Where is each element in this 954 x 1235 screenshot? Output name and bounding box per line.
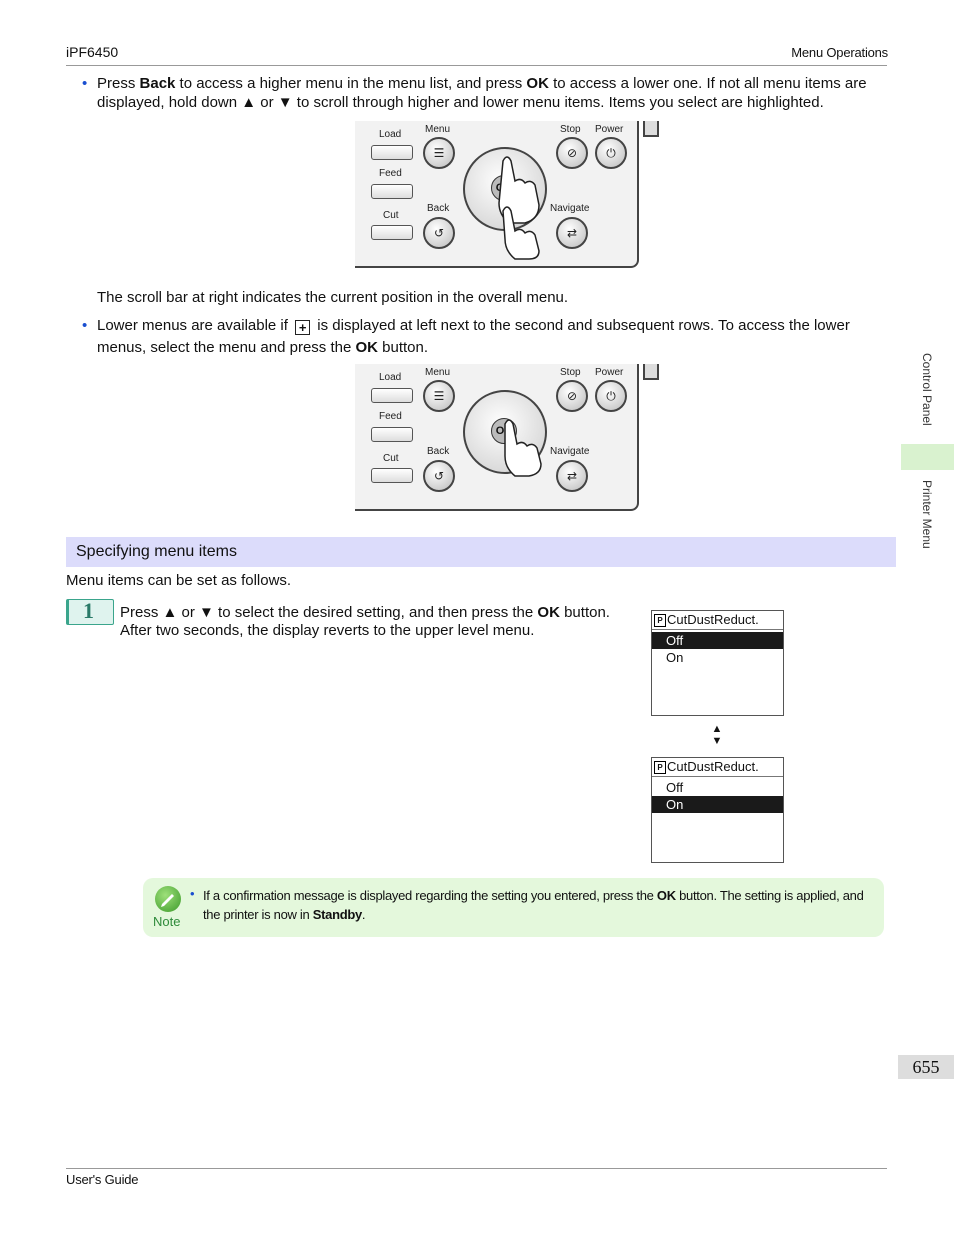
- stop-button[interactable]: ⊘: [556, 137, 588, 169]
- scroll-bar-note: The scroll bar at right indicates the cu…: [97, 289, 569, 306]
- step1-line2: After two seconds, the display reverts t…: [120, 622, 535, 639]
- cut-button[interactable]: [371, 468, 413, 483]
- back-arrow-icon: ↺: [433, 469, 445, 483]
- note-box: Note • If a confirmation message is disp…: [143, 878, 884, 937]
- step1-text: Press ▲ or ▼ to select the desired setti…: [120, 604, 640, 640]
- side-tab-active-marker: [901, 444, 954, 470]
- page-number: 655: [898, 1055, 954, 1079]
- lcd-option-on[interactable]: On: [652, 796, 783, 813]
- bullet-dot: •: [82, 317, 88, 334]
- note-label: Note: [153, 914, 181, 929]
- bullet-dot: •: [82, 75, 88, 92]
- note-pencil-icon: [155, 886, 181, 912]
- side-tab-control-panel[interactable]: Control Panel: [920, 353, 934, 426]
- footer-divider: [66, 1168, 887, 1169]
- note-text: If a confirmation message is displayed r…: [203, 888, 864, 922]
- menu-list-icon: ☰: [433, 146, 445, 160]
- section-title: Specifying menu items: [76, 543, 237, 560]
- label-cut: Cut: [383, 453, 399, 464]
- menu-button[interactable]: ☰: [423, 137, 455, 169]
- label-back: Back: [427, 203, 450, 214]
- bullet-text: Press Back to access a higher menu in th…: [97, 75, 867, 111]
- footer-guide: User's Guide: [66, 1172, 139, 1187]
- step-number: 1: [83, 598, 94, 623]
- panel-edge: [643, 121, 659, 137]
- menu-list-icon: ☰: [433, 389, 445, 403]
- bullet-lower-menus: • Lower menus are available if + is disp…: [82, 315, 882, 359]
- feed-button[interactable]: [371, 184, 413, 199]
- header-section: Menu Operations: [791, 45, 888, 60]
- panel-edge: [643, 364, 659, 380]
- pointing-hands-icon: [498, 156, 540, 260]
- feed-button[interactable]: [371, 427, 413, 442]
- power-icon: ⏻: [606, 388, 616, 403]
- back-button[interactable]: ↺: [423, 217, 455, 249]
- menu-p-icon: P: [654, 614, 666, 627]
- header-divider: [66, 65, 887, 66]
- back-arrow-icon: ↺: [433, 226, 445, 240]
- bullet-text: Lower menus are available if + is displa…: [97, 317, 850, 356]
- navigate-button[interactable]: ⇄: [556, 460, 588, 492]
- label-load: Load: [379, 372, 402, 383]
- label-feed: Feed: [379, 168, 402, 179]
- label-menu: Menu: [425, 367, 451, 378]
- stop-icon: ⊘: [566, 146, 578, 160]
- label-stop: Stop: [560, 367, 581, 378]
- bullet-back-ok: • Press Back to access a higher menu in …: [82, 74, 882, 112]
- note-bullet-dot: •: [190, 886, 195, 901]
- label-menu: Menu: [425, 124, 451, 135]
- lcd-option-off[interactable]: Off: [652, 632, 783, 649]
- stop-button[interactable]: ⊘: [556, 380, 588, 412]
- stop-icon: ⊘: [566, 389, 578, 403]
- load-button[interactable]: [371, 388, 413, 403]
- label-stop: Stop: [560, 124, 581, 135]
- power-button[interactable]: ⏻: [595, 380, 627, 412]
- label-power: Power: [595, 124, 624, 135]
- up-down-arrows-icon: ▲▼: [711, 723, 723, 747]
- section-heading-bar: [66, 537, 896, 567]
- load-button[interactable]: [371, 145, 413, 160]
- lower-menu-plus-icon: +: [295, 320, 311, 335]
- navigate-icon: ⇄: [566, 226, 578, 240]
- label-navigate: Navigate: [550, 446, 590, 457]
- cut-button[interactable]: [371, 225, 413, 240]
- label-navigate: Navigate: [550, 203, 590, 214]
- control-panel-illustration-scroll: Load Feed Cut Menu ☰ Back ↺ OK Stop ⊘ Po…: [355, 121, 659, 268]
- label-load: Load: [379, 129, 402, 140]
- power-icon: ⏻: [606, 145, 616, 160]
- power-button[interactable]: ⏻: [595, 137, 627, 169]
- label-feed: Feed: [379, 411, 402, 422]
- menu-p-icon: P: [654, 761, 666, 774]
- step-number-badge: 1: [66, 598, 114, 625]
- menu-button[interactable]: ☰: [423, 380, 455, 412]
- navigate-icon: ⇄: [566, 469, 578, 483]
- label-cut: Cut: [383, 210, 399, 221]
- lcd-option-on[interactable]: On: [666, 650, 684, 665]
- section-intro: Menu items can be set as follows.: [66, 572, 292, 589]
- pointing-hand-icon: [504, 419, 542, 477]
- navigate-button[interactable]: ⇄: [556, 217, 588, 249]
- header-product: iPF6450: [66, 44, 119, 60]
- control-panel-illustration-ok: Load Feed Cut Menu ☰ Back ↺ OK Stop ⊘ Po…: [355, 364, 659, 511]
- back-button[interactable]: ↺: [423, 460, 455, 492]
- label-power: Power: [595, 367, 624, 378]
- lcd-option-off[interactable]: Off: [666, 780, 684, 795]
- step1-line1: Press ▲ or ▼ to select the desired setti…: [120, 604, 610, 621]
- side-tab-printer-menu[interactable]: Printer Menu: [920, 480, 934, 549]
- label-back: Back: [427, 446, 450, 457]
